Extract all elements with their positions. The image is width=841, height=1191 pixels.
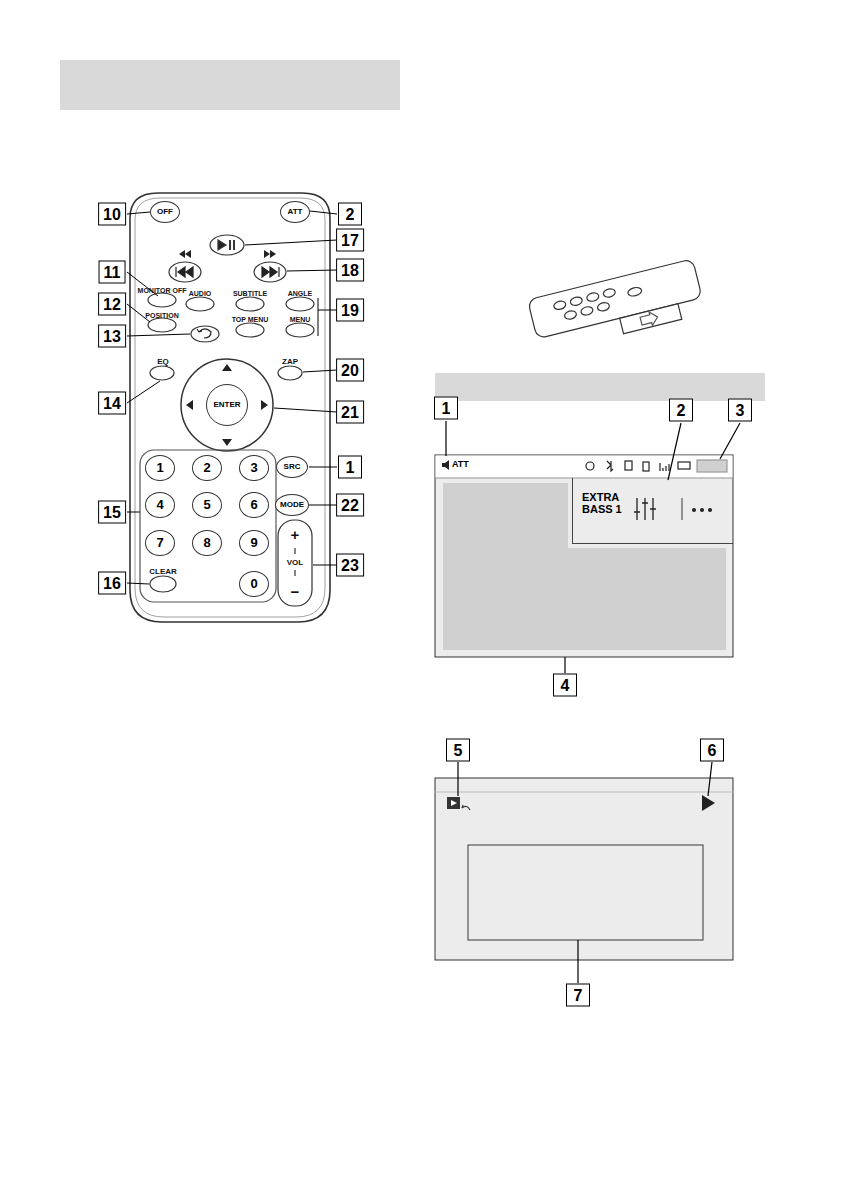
button-text: 6 [250, 498, 257, 512]
button-text: 0 [250, 577, 257, 591]
remote-button: ENTER [206, 384, 248, 426]
button-text: 3 [250, 461, 257, 475]
remote-button: 2 [192, 455, 222, 481]
remote-button: 0 [239, 571, 269, 597]
button-label: POSITION [145, 312, 178, 319]
button-text: 2 [203, 461, 210, 475]
display-panel: ATT EXTRA BASS 1 [435, 455, 733, 657]
button-label: MONITOR OFF [138, 287, 187, 294]
callout-number: 23 [336, 554, 364, 577]
display-panel: EXTRA BASS 1 [572, 478, 733, 544]
remote-button: 6 [239, 492, 269, 518]
button-label: + [291, 526, 300, 543]
remote-button: SRC [276, 456, 308, 478]
button-text: ATT [452, 460, 492, 469]
callout-number: 10 [98, 203, 126, 226]
callout-number: 1 [434, 397, 458, 420]
callout-number: 4 [553, 674, 577, 697]
button-text: 1 [156, 461, 163, 475]
callout-number: 22 [336, 494, 364, 517]
button-text: EXTRA BASS 1 [582, 492, 630, 515]
callout-number: 21 [336, 401, 364, 424]
remote-button: OFF [150, 201, 180, 223]
callout-number: 7 [566, 984, 590, 1007]
button-label: ANGLE [288, 290, 313, 297]
remote-button: 4 [145, 492, 175, 518]
button-text: ENTER [213, 401, 240, 409]
button-text: OFF [157, 208, 173, 216]
callout-number: 13 [98, 325, 126, 348]
callout-number: 3 [728, 399, 752, 422]
button-text: 4 [156, 498, 163, 512]
callout-number: 6 [700, 739, 724, 762]
remote-button: 8 [192, 530, 222, 556]
button-label: ZAP [282, 357, 298, 366]
callout-number: 1 [338, 456, 362, 479]
callout-number: 17 [336, 229, 364, 252]
button-text: SRC [284, 463, 301, 471]
callout-number: 12 [98, 293, 126, 316]
button-label: MENU [290, 316, 311, 323]
callout-number: 14 [98, 392, 126, 415]
callout-number: 19 [336, 299, 364, 322]
remote-button: 7 [145, 530, 175, 556]
button-label: EQ [157, 357, 169, 366]
callout-number: 2 [669, 399, 693, 422]
callout-number: 5 [446, 739, 470, 762]
button-label: AUDIO [189, 290, 212, 297]
button-label: VOL [287, 558, 303, 567]
remote-button: 3 [239, 455, 269, 481]
callout-number: 2 [338, 203, 362, 226]
remote-button: ATT [280, 201, 310, 223]
remote-button: 1 [145, 455, 175, 481]
remote-button: 5 [192, 492, 222, 518]
button-text: 9 [250, 536, 257, 550]
button-label: − [291, 583, 300, 600]
remote-button: MODE [275, 494, 309, 516]
button-label: SUBTITLE [233, 290, 267, 297]
remote-button: 9 [239, 530, 269, 556]
button-text: 7 [156, 536, 163, 550]
button-label: TOP MENU [232, 316, 269, 323]
button-text: MODE [280, 501, 304, 509]
callout-number: 20 [336, 359, 364, 382]
callout-number: 18 [336, 259, 364, 282]
callout-number: 11 [99, 261, 126, 284]
button-label: CLEAR [149, 567, 177, 576]
button-text: ATT [288, 208, 303, 216]
button-text: 5 [203, 498, 210, 512]
button-text: 8 [203, 536, 210, 550]
callout-number: 16 [98, 572, 126, 595]
callout-number: 15 [98, 501, 126, 524]
